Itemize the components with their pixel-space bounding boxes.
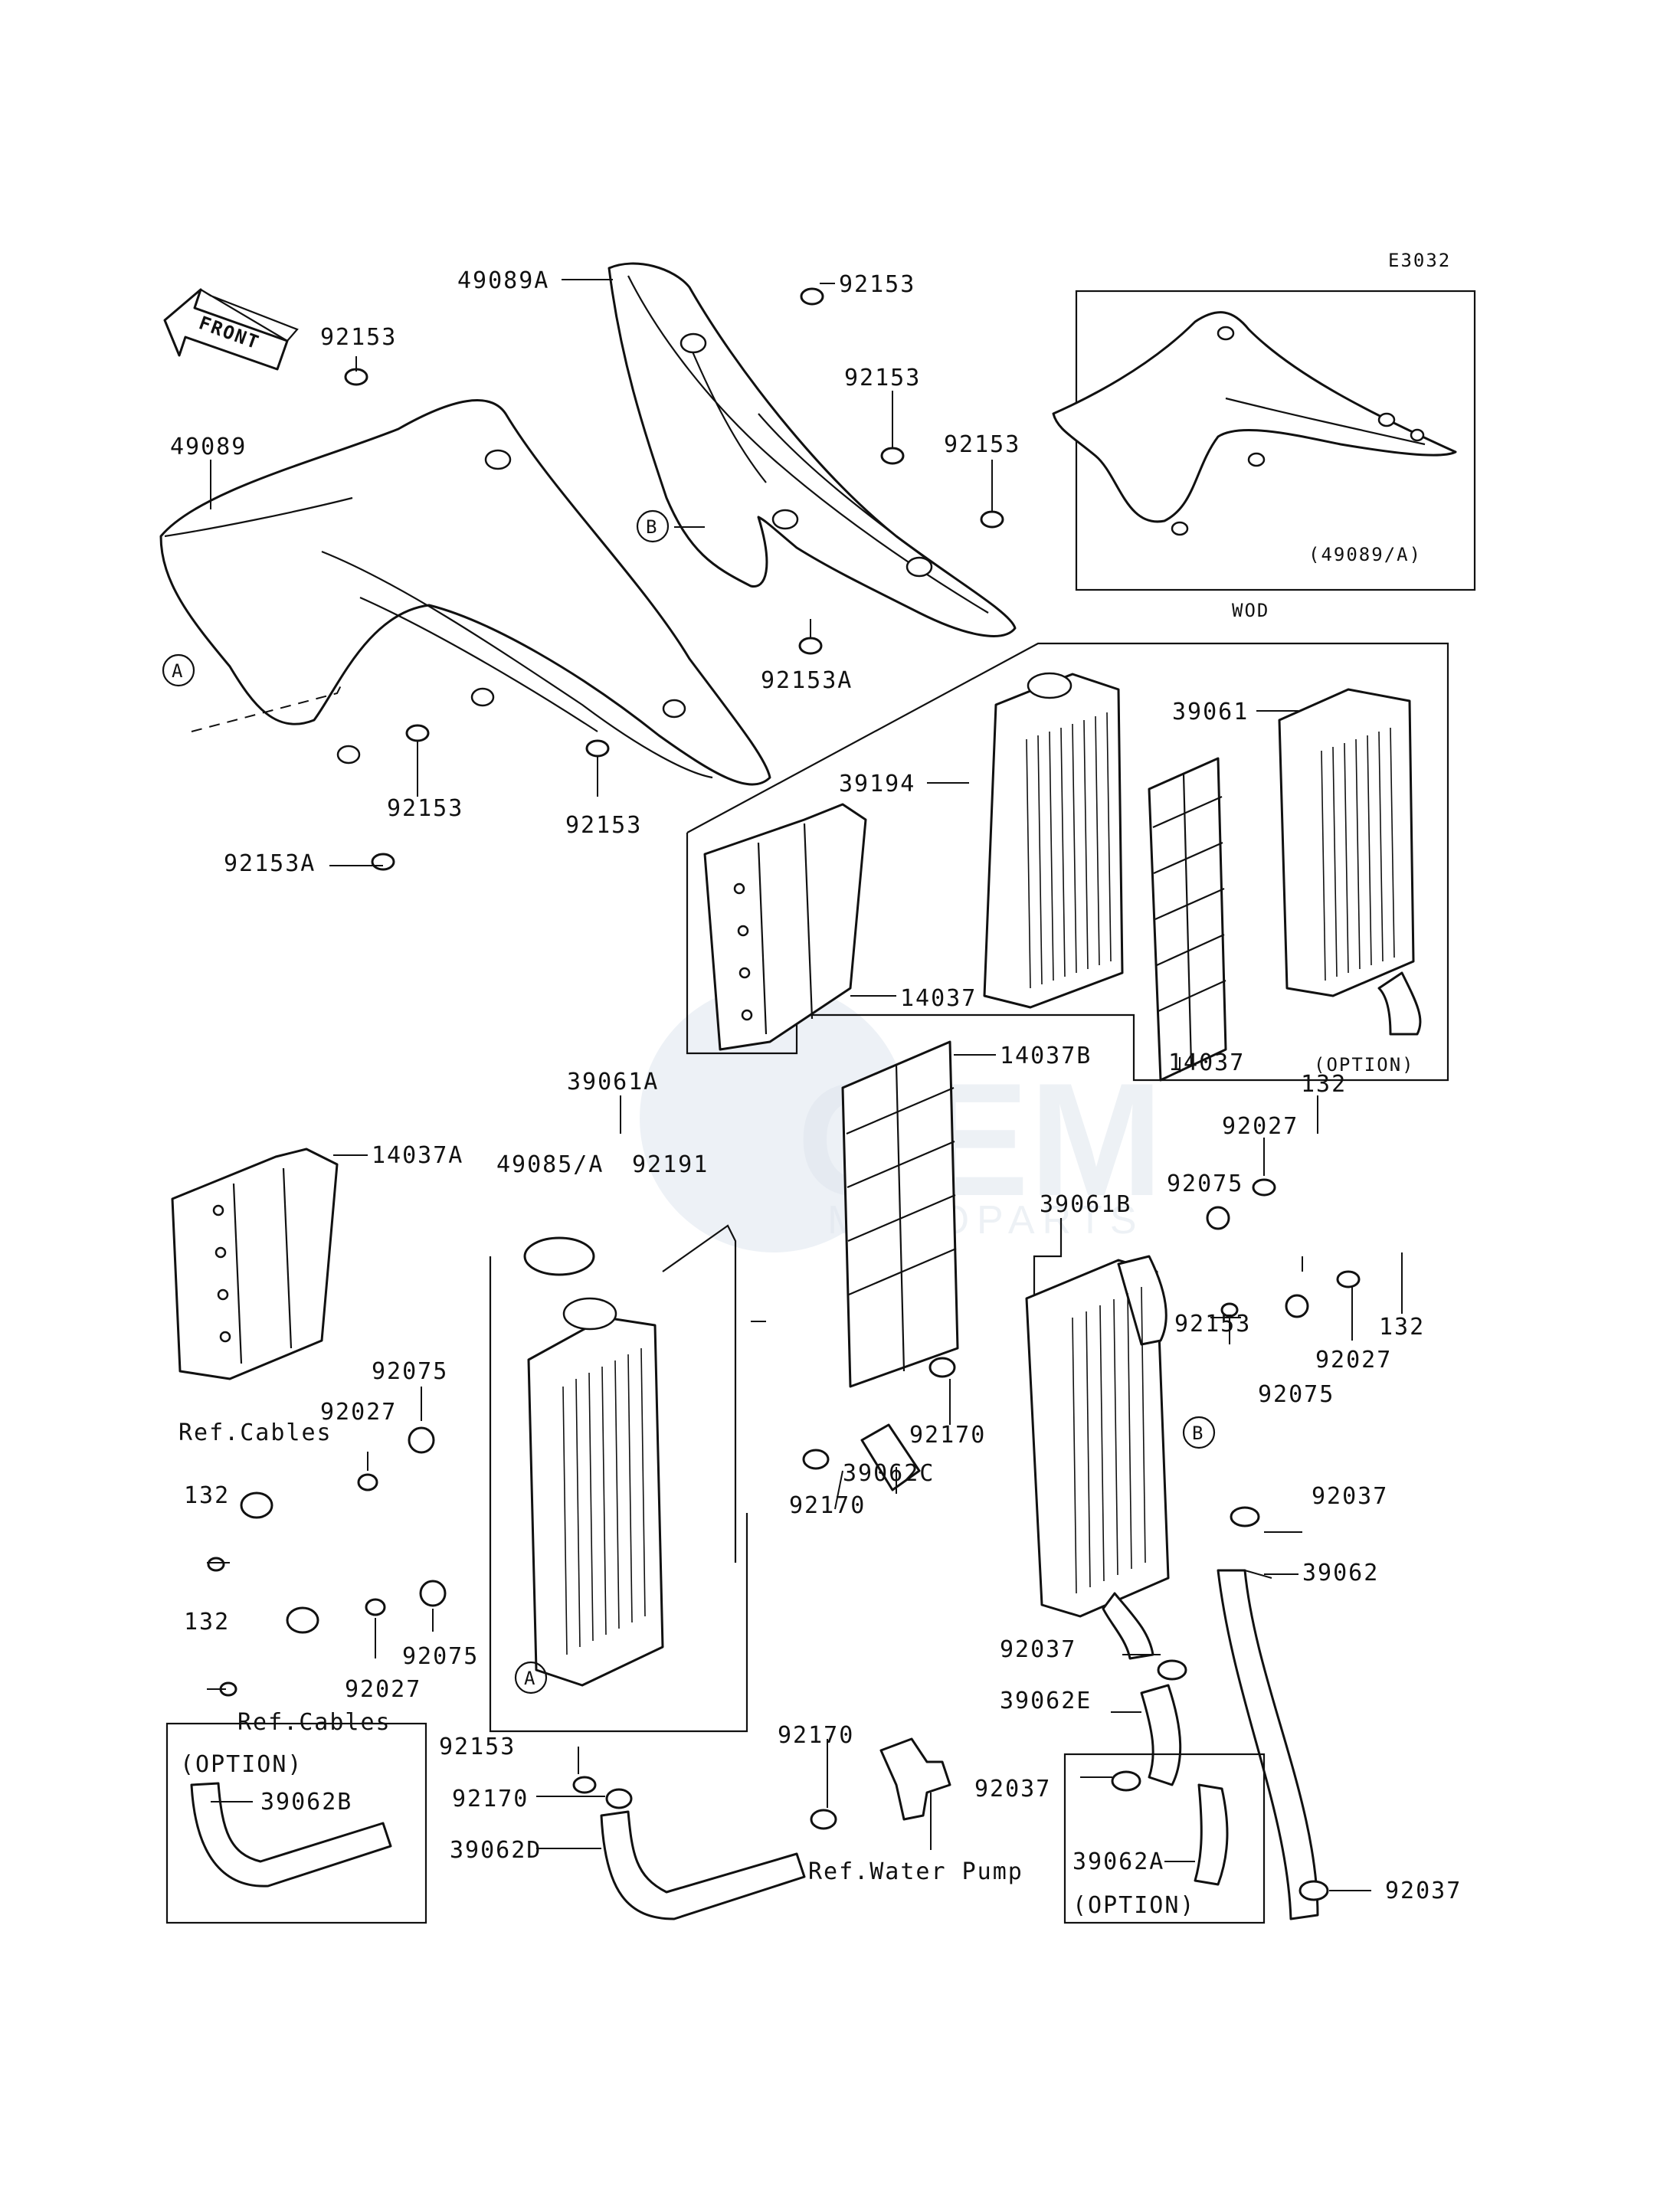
- label-132-r: 132: [1379, 1314, 1425, 1341]
- hose-39062: [1217, 1569, 1319, 1920]
- label-92027-top: 92027: [1222, 1113, 1298, 1140]
- label-92075-l2: 92075: [402, 1643, 479, 1670]
- callout-a-lower-text: A: [524, 1668, 536, 1689]
- label-92170-c: 92170: [452, 1786, 529, 1812]
- label-92153A-lower: 92153A: [224, 850, 316, 877]
- callout-b-upper-text: B: [646, 516, 658, 538]
- label-39062A: 39062A: [1073, 1848, 1164, 1875]
- label-92153-lower2: 92153: [565, 812, 642, 839]
- radiator-option-39194: [983, 672, 1124, 1009]
- callout-a-upper-text: A: [172, 660, 184, 682]
- diagram-code: E3032: [1388, 250, 1451, 271]
- radiator-left-bracket: [489, 1256, 748, 1733]
- label-132-top: 132: [1301, 1071, 1347, 1098]
- label-92153-left: 92153: [320, 324, 397, 351]
- label-92037-a: 92037: [1312, 1483, 1388, 1510]
- label-92037-d: 92037: [1385, 1878, 1462, 1904]
- label-49089A: 49089A: [457, 267, 549, 294]
- label-92027-r: 92027: [1315, 1347, 1392, 1374]
- radiator-right-39061B: [1025, 1255, 1170, 1660]
- label-14037A: 14037A: [372, 1142, 463, 1169]
- wod-variant-label: (49089/A): [1308, 544, 1422, 565]
- hose-39062C: [860, 1423, 921, 1491]
- radiator-shroud-right: [607, 262, 1017, 637]
- hose-39062A: [1194, 1783, 1229, 1886]
- label-39061: 39061: [1172, 699, 1249, 725]
- wod-caption: WOD: [1232, 600, 1269, 621]
- label-92153A-upper: 92153A: [761, 667, 853, 694]
- wod-shroud: [1052, 311, 1457, 536]
- label-132-l1: 132: [184, 1482, 230, 1509]
- hose-39062D: [600, 1810, 806, 1920]
- label-39062B: 39062B: [260, 1789, 352, 1816]
- radiator-left-39061A: [523, 1224, 737, 1687]
- option-label-39062B: (OPTION): [180, 1751, 303, 1778]
- label-92153-shroud-top: 92153: [839, 271, 915, 298]
- label-49089: 49089: [170, 434, 247, 460]
- label-14037-a: 14037: [900, 985, 977, 1012]
- option-label-39062A: (OPTION): [1073, 1892, 1196, 1919]
- label-92153-right: 92153: [944, 431, 1020, 458]
- label-ref-water-pump: Ref.Water Pump: [808, 1858, 1023, 1885]
- hose-39062B: [190, 1782, 392, 1888]
- label-92075-l1: 92075: [372, 1358, 448, 1385]
- label-92153-mid: 92153: [844, 365, 921, 391]
- option-group-upper: [686, 642, 1449, 1082]
- option-box-39062B: [165, 1722, 427, 1924]
- callout-a-lower: A: [514, 1661, 548, 1694]
- option-box-39062A: [1063, 1753, 1266, 1924]
- radiator-fins: [1321, 727, 1395, 981]
- radiator-fins: [562, 1347, 646, 1655]
- hose-39062E: [1140, 1684, 1182, 1786]
- radiator-guard-mesh-option: [1148, 757, 1227, 1082]
- callout-b-lower-text: B: [1192, 1423, 1204, 1444]
- label-39061B: 39061B: [1040, 1191, 1131, 1218]
- radiator-fins: [1026, 712, 1112, 989]
- label-ref-cables-upper: Ref.Cables: [178, 1419, 332, 1446]
- water-pump-fitting: [879, 1737, 951, 1821]
- callout-b-upper: B: [636, 509, 670, 543]
- label-92153-bottom: 92153: [439, 1734, 516, 1760]
- radiator-option-39061: [1278, 688, 1422, 1036]
- label-92170-b: 92170: [909, 1422, 986, 1449]
- label-39194: 39194: [839, 771, 915, 797]
- label-ref-cables-lower: Ref.Cables: [237, 1709, 391, 1736]
- callout-b-lower: B: [1182, 1416, 1216, 1449]
- label-92027-l1: 92027: [320, 1399, 397, 1426]
- label-39062: 39062: [1302, 1560, 1379, 1586]
- label-92027-l2: 92027: [345, 1676, 421, 1703]
- label-92191: 92191: [632, 1151, 709, 1178]
- radiator-guard-left: [171, 1148, 339, 1380]
- front-arrow-icon: FRONT: [163, 288, 299, 371]
- radiator-guard-mesh-center: [841, 1040, 959, 1388]
- leader-lines: [207, 279, 1403, 1891]
- label-92170-d: 92170: [778, 1722, 854, 1749]
- hardware-items: [207, 287, 1361, 1901]
- radiator-shroud-left: [159, 399, 771, 786]
- label-14037-b: 14037: [1168, 1049, 1245, 1076]
- callout-a-outline: [191, 685, 342, 732]
- label-92037-c: 92037: [974, 1776, 1051, 1802]
- label-39062E: 39062E: [1000, 1688, 1092, 1714]
- label-39061A: 39061A: [567, 1069, 659, 1095]
- option-label-upper: (OPTION): [1314, 1054, 1415, 1076]
- label-92153-r: 92153: [1174, 1311, 1251, 1338]
- radiator-guard-upper: [703, 803, 867, 1051]
- label-92037-b: 92037: [1000, 1636, 1076, 1663]
- label-92075-r: 92075: [1258, 1381, 1335, 1408]
- callout-a-upper: A: [162, 653, 195, 687]
- label-39062D: 39062D: [450, 1837, 542, 1864]
- radiator-fins: [1072, 1286, 1146, 1594]
- label-14037B: 14037B: [1000, 1043, 1092, 1069]
- label-92075-top: 92075: [1167, 1171, 1243, 1197]
- label-39062C: 39062C: [843, 1460, 935, 1487]
- label-49085A: 49085/A: [496, 1151, 604, 1178]
- label-92153-lower1: 92153: [387, 795, 463, 822]
- label-92170-a: 92170: [789, 1492, 866, 1519]
- label-132-l2: 132: [184, 1609, 230, 1635]
